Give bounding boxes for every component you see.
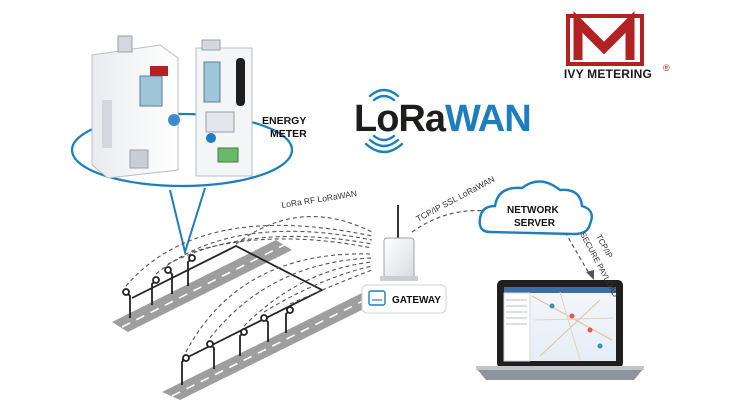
energy-meter-device-2 — [195, 39, 253, 177]
brand-name: IVY METERING — [563, 67, 653, 81]
lorawan-logo: LoRaWAN — [354, 98, 532, 141]
arrow-head-icon — [586, 270, 594, 280]
gateway-label-box — [361, 284, 447, 314]
brand-registered-mark: ® — [663, 63, 670, 73]
network-server-label-line1: NETWORK — [507, 205, 559, 216]
street-lamps-upper — [122, 254, 196, 318]
energy-meter-device-1 — [91, 35, 180, 179]
rf-link-label: LoRa RF LoRaWAN — [281, 188, 358, 210]
energy-meter-label-line1: ENERGY — [262, 115, 306, 127]
gateway-device — [380, 205, 418, 281]
lorawan-signal-icon — [364, 88, 404, 154]
road-upper — [112, 240, 292, 332]
road-lower — [162, 290, 386, 400]
ivy-metering-logo-mark — [566, 11, 644, 66]
laptop — [476, 280, 644, 380]
lorawan-logo-wan: WAN — [445, 98, 532, 140]
lorawan-logo-lora: LoRa — [354, 98, 446, 140]
street-lamps-lower — [181, 306, 294, 385]
energy-meter-label-line2: METER — [270, 128, 307, 140]
rf-links — [125, 216, 373, 353]
network-server-label-line2: SERVER — [514, 218, 556, 229]
meter-callout — [70, 112, 294, 256]
network-server-cloud — [478, 180, 593, 236]
gateway-label: GATEWAY — [392, 295, 441, 306]
